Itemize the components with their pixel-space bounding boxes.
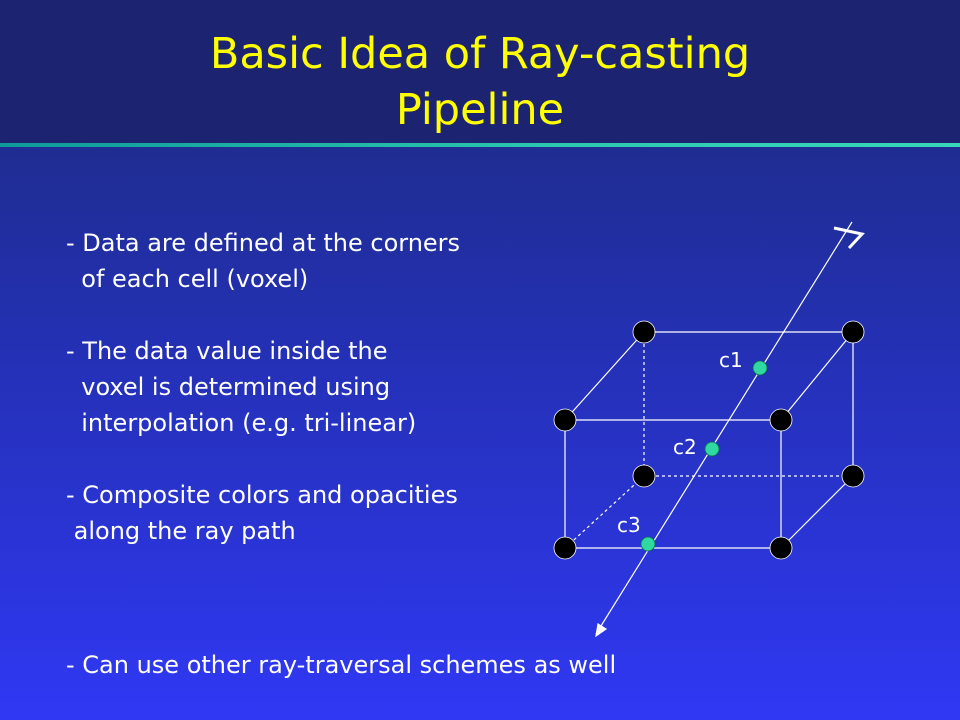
cube-edge (564, 331, 645, 421)
ray (595, 221, 865, 638)
bullet-1-line-1: - Data are defined at the corners (66, 229, 461, 257)
ray-line (595, 221, 853, 635)
voxel-cube (564, 331, 854, 549)
corner-vertex (553, 408, 577, 432)
bullet-3-line-2: along the ray path (66, 517, 296, 545)
hidden-edge (564, 475, 645, 549)
title-line-1: Basic Idea of Ray-casting (209, 29, 751, 79)
ray-eye-marker-icon (833, 226, 865, 250)
ray-arrowhead-icon (595, 623, 608, 638)
title-line-2: Pipeline (395, 85, 565, 135)
sample-point-c2 (704, 441, 720, 457)
bullet-2-line-1: - The data value inside the (66, 337, 388, 365)
bullet-3-line-1: - Composite colors and opacities (66, 481, 458, 509)
corner-vertex (632, 320, 656, 344)
slide-title: Basic Idea of Ray-casting Pipeline (0, 26, 960, 138)
corner-vertex (841, 464, 865, 488)
corner-vertex (769, 408, 793, 432)
corner-vertex (632, 464, 656, 488)
sample-point-c3 (640, 536, 656, 552)
bullet-1-line-2: of each cell (voxel) (66, 265, 309, 293)
bullet-4: - Can use other ray-traversal schemes as… (66, 651, 617, 679)
bullet-2-line-2: voxel is determined using (66, 373, 391, 401)
sample-label-c3: c3 (617, 513, 641, 537)
sample-label-c1: c1 (719, 348, 743, 372)
sample-point-c1 (752, 360, 768, 376)
bullet-2-line-3: interpolation (e.g. tri-linear) (66, 409, 417, 437)
cube-edge (780, 475, 854, 549)
bullet-list: - Data are defined at the corners of eac… (66, 225, 546, 549)
corner-vertex (553, 536, 577, 560)
sample-label-c2: c2 (673, 435, 697, 459)
corner-vertex (769, 536, 793, 560)
voxel-corners (553, 320, 865, 560)
corner-vertex (841, 320, 865, 344)
cube-edge (780, 331, 854, 421)
ray-samples (640, 360, 768, 552)
title-divider (0, 143, 960, 147)
title-band (0, 0, 960, 145)
